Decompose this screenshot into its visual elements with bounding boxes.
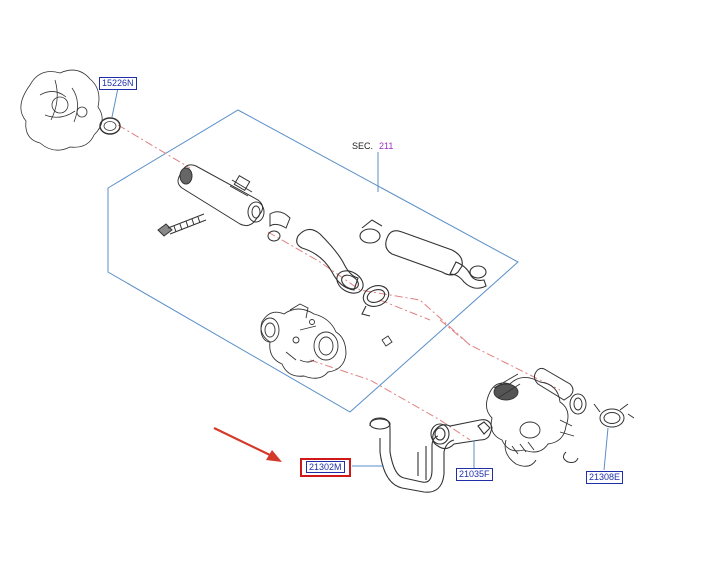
- thermostat-housing[interactable]: [486, 373, 575, 467]
- clamp-ring[interactable]: [360, 282, 391, 317]
- part-label-21302m[interactable]: 21302M: [300, 458, 351, 477]
- section-number-link[interactable]: 211: [379, 141, 394, 151]
- hose-clamp-right[interactable]: [533, 367, 635, 463]
- part-label-21308e[interactable]: 21308E: [586, 471, 624, 484]
- leader-21308e: [603, 427, 609, 471]
- hose-clamps[interactable]: [247, 201, 291, 242]
- section-reference: SEC. 211: [352, 141, 393, 151]
- bolt[interactable]: [157, 213, 207, 237]
- engine-block-sketch: [20, 69, 103, 151]
- red-arrow-icon: [213, 427, 282, 462]
- water-outlet-assembly[interactable]: [260, 303, 393, 379]
- water-hose-lower[interactable]: [430, 419, 493, 450]
- part-label-21302m-text: 21302M: [306, 461, 345, 473]
- bypass-pipe[interactable]: [369, 417, 455, 493]
- assembly-frame: [107, 109, 519, 413]
- section-prefix: SEC.: [352, 141, 374, 151]
- o-ring[interactable]: [99, 117, 121, 135]
- cooler-pipe[interactable]: [177, 164, 264, 227]
- part-label-21035f[interactable]: 21035F: [456, 468, 493, 481]
- leader-15226n: [111, 87, 119, 118]
- centerlines: [117, 124, 561, 441]
- part-label-15226n[interactable]: 15226N: [99, 77, 137, 90]
- water-hose-right[interactable]: [359, 219, 487, 289]
- water-hose-upper[interactable]: [296, 228, 367, 297]
